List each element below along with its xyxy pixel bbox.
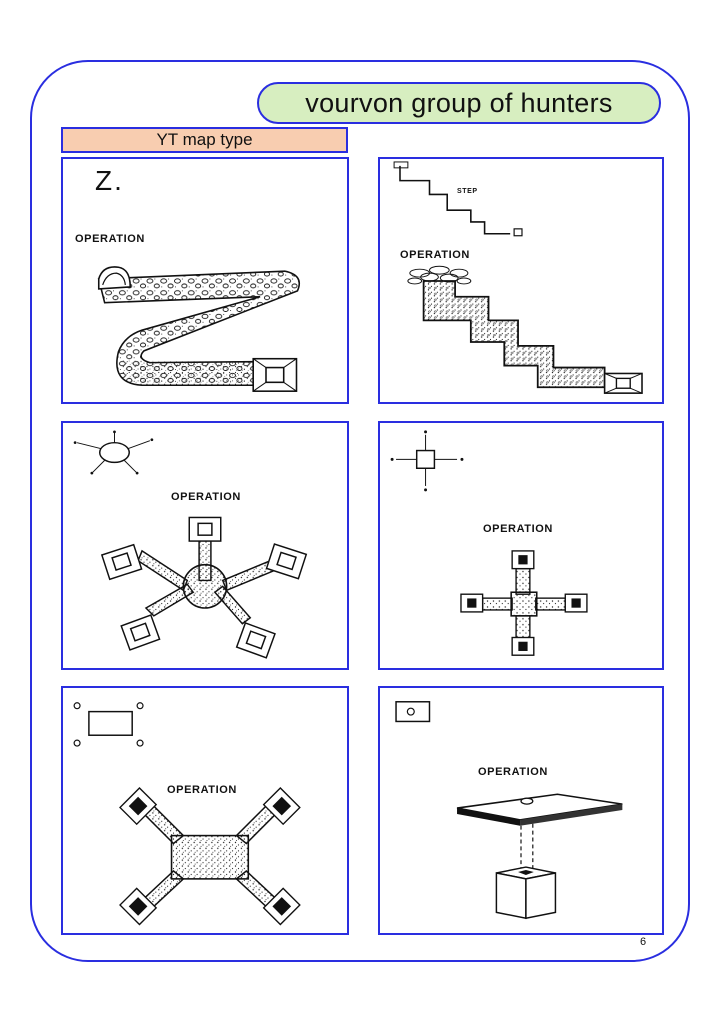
plate-legend-icon xyxy=(395,701,431,723)
central-hub-shape xyxy=(182,563,228,609)
step-map-drawing xyxy=(393,161,643,394)
shaft-lines xyxy=(520,823,534,873)
step-legend-icon xyxy=(393,161,523,237)
panel-z-map: Z. OPERATION xyxy=(61,157,349,404)
z-symbol-label: Z. xyxy=(95,165,124,196)
panel-plate-map: OPERATION xyxy=(378,686,664,935)
tunnel-entrance-icon xyxy=(97,266,132,290)
chamber-icon xyxy=(603,372,643,394)
z-map-drawing xyxy=(97,266,301,392)
panel-cross-map: OPERATION xyxy=(378,421,664,670)
operation-label: OPERATION xyxy=(167,784,237,796)
central-hub-shape xyxy=(170,834,250,880)
cross-map-drawing xyxy=(390,430,588,656)
chamber-icon xyxy=(252,357,298,392)
star-map-drawing xyxy=(73,430,308,659)
plate-shape xyxy=(456,793,623,826)
panel-star-map: OPERATION xyxy=(61,421,349,670)
chamber-icons xyxy=(100,516,308,659)
rectangle-legend-icon xyxy=(73,702,144,747)
pillar-block-shape xyxy=(495,866,557,920)
shaft-hole-icon xyxy=(520,797,534,805)
page-number: 6 xyxy=(640,936,647,948)
stair-passage-shape xyxy=(422,280,606,389)
page-frame xyxy=(30,60,690,962)
page-title: vourvon group of hunters xyxy=(257,82,661,124)
x-map-drawing xyxy=(73,702,301,926)
operation-label: OPERATION xyxy=(483,523,553,535)
page-title-text: vourvon group of hunters xyxy=(305,87,613,118)
chamber-icons xyxy=(460,550,588,656)
plate-map-drawing xyxy=(395,701,623,920)
panel-x-map: OPERATION xyxy=(61,686,349,935)
panel-step-map: STEP OPERATION xyxy=(378,157,664,404)
cross-arms xyxy=(481,567,566,641)
operation-label: OPERATION xyxy=(75,233,145,245)
sun-legend-icon xyxy=(73,430,154,475)
step-label: STEP xyxy=(457,188,478,195)
central-hub-shape xyxy=(510,591,538,617)
operation-label: OPERATION xyxy=(171,491,241,503)
cross-legend-icon xyxy=(390,430,464,492)
operation-label: OPERATION xyxy=(400,249,470,261)
operation-label: OPERATION xyxy=(478,766,548,778)
chamber-icons xyxy=(119,787,301,926)
section-subtitle: YT map type xyxy=(61,127,348,153)
